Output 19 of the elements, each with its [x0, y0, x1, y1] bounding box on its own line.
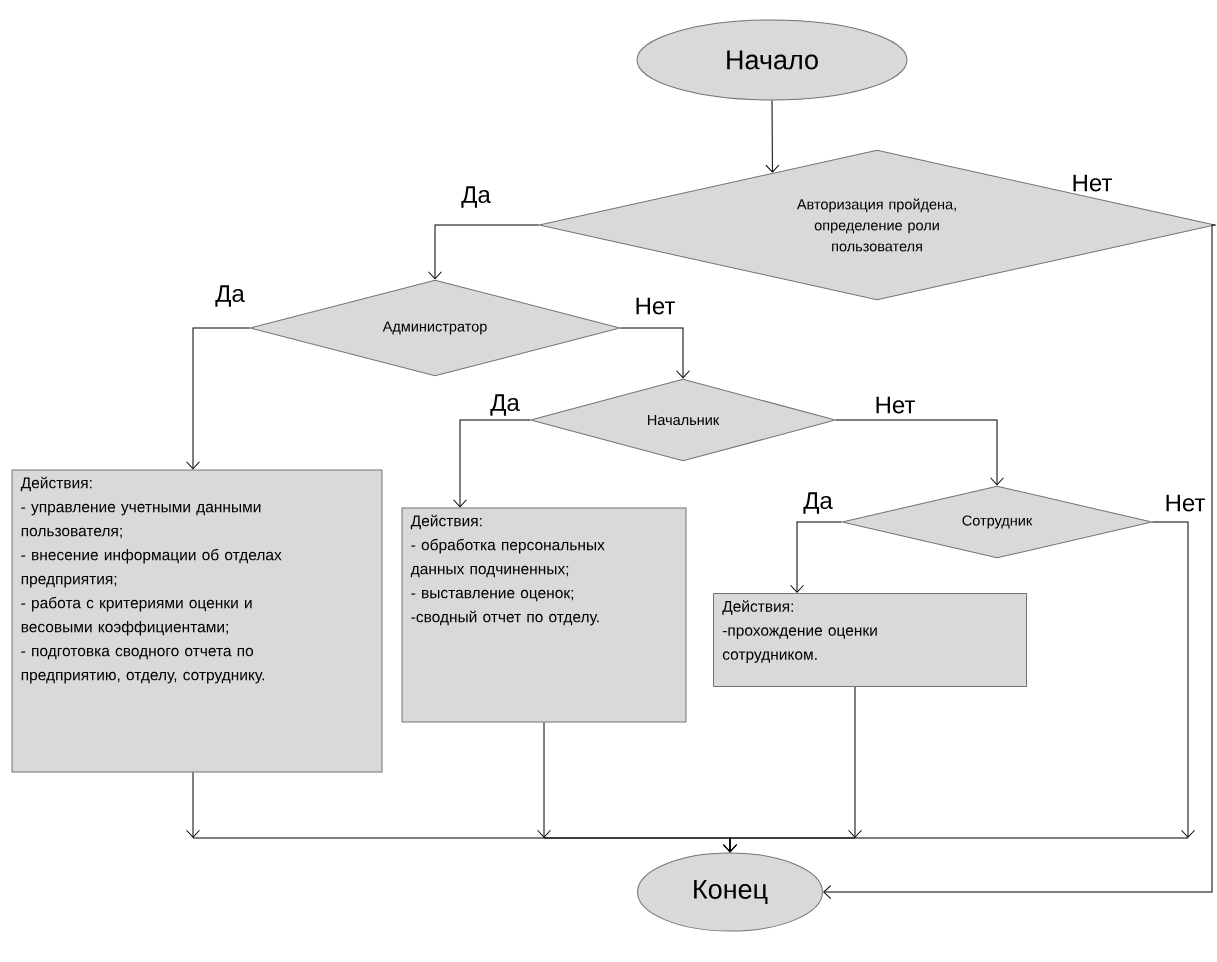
action-box: Действия: - обработка персональных данных подчиненных; - выставление оценок; -сводный отчет по отделу.: [401, 507, 687, 723]
arrow: [453, 419, 531, 508]
arrow: [186, 327, 250, 470]
action-box: Действия: - управление учетными данными пользователя; - внесение информации об отделах предприятия; - работа с критериями оценки и весовыми коэффициентами; - подготовка сводного отчета по предприятию, отделу, сотруднику.: [11, 469, 383, 773]
arrow: [765, 100, 780, 173]
edge-label: Нет: [1070, 173, 1114, 193]
arrow: [428, 224, 539, 280]
edge-label: Нет: [873, 395, 917, 415]
edge-label: Да: [489, 393, 521, 417]
arrow: [790, 521, 842, 593]
edge-label: Нет: [1163, 493, 1207, 513]
action-box: Действия: -прохождение оценки сотрудником.: [713, 593, 1027, 687]
arrow: [620, 327, 690, 379]
arrow: [823, 224, 1216, 899]
arrow: [723, 686, 862, 853]
edge-label: Да: [802, 491, 834, 515]
edge-label: Да: [460, 185, 492, 209]
edge-label: Да: [214, 284, 246, 308]
arrow: [835, 419, 1004, 486]
